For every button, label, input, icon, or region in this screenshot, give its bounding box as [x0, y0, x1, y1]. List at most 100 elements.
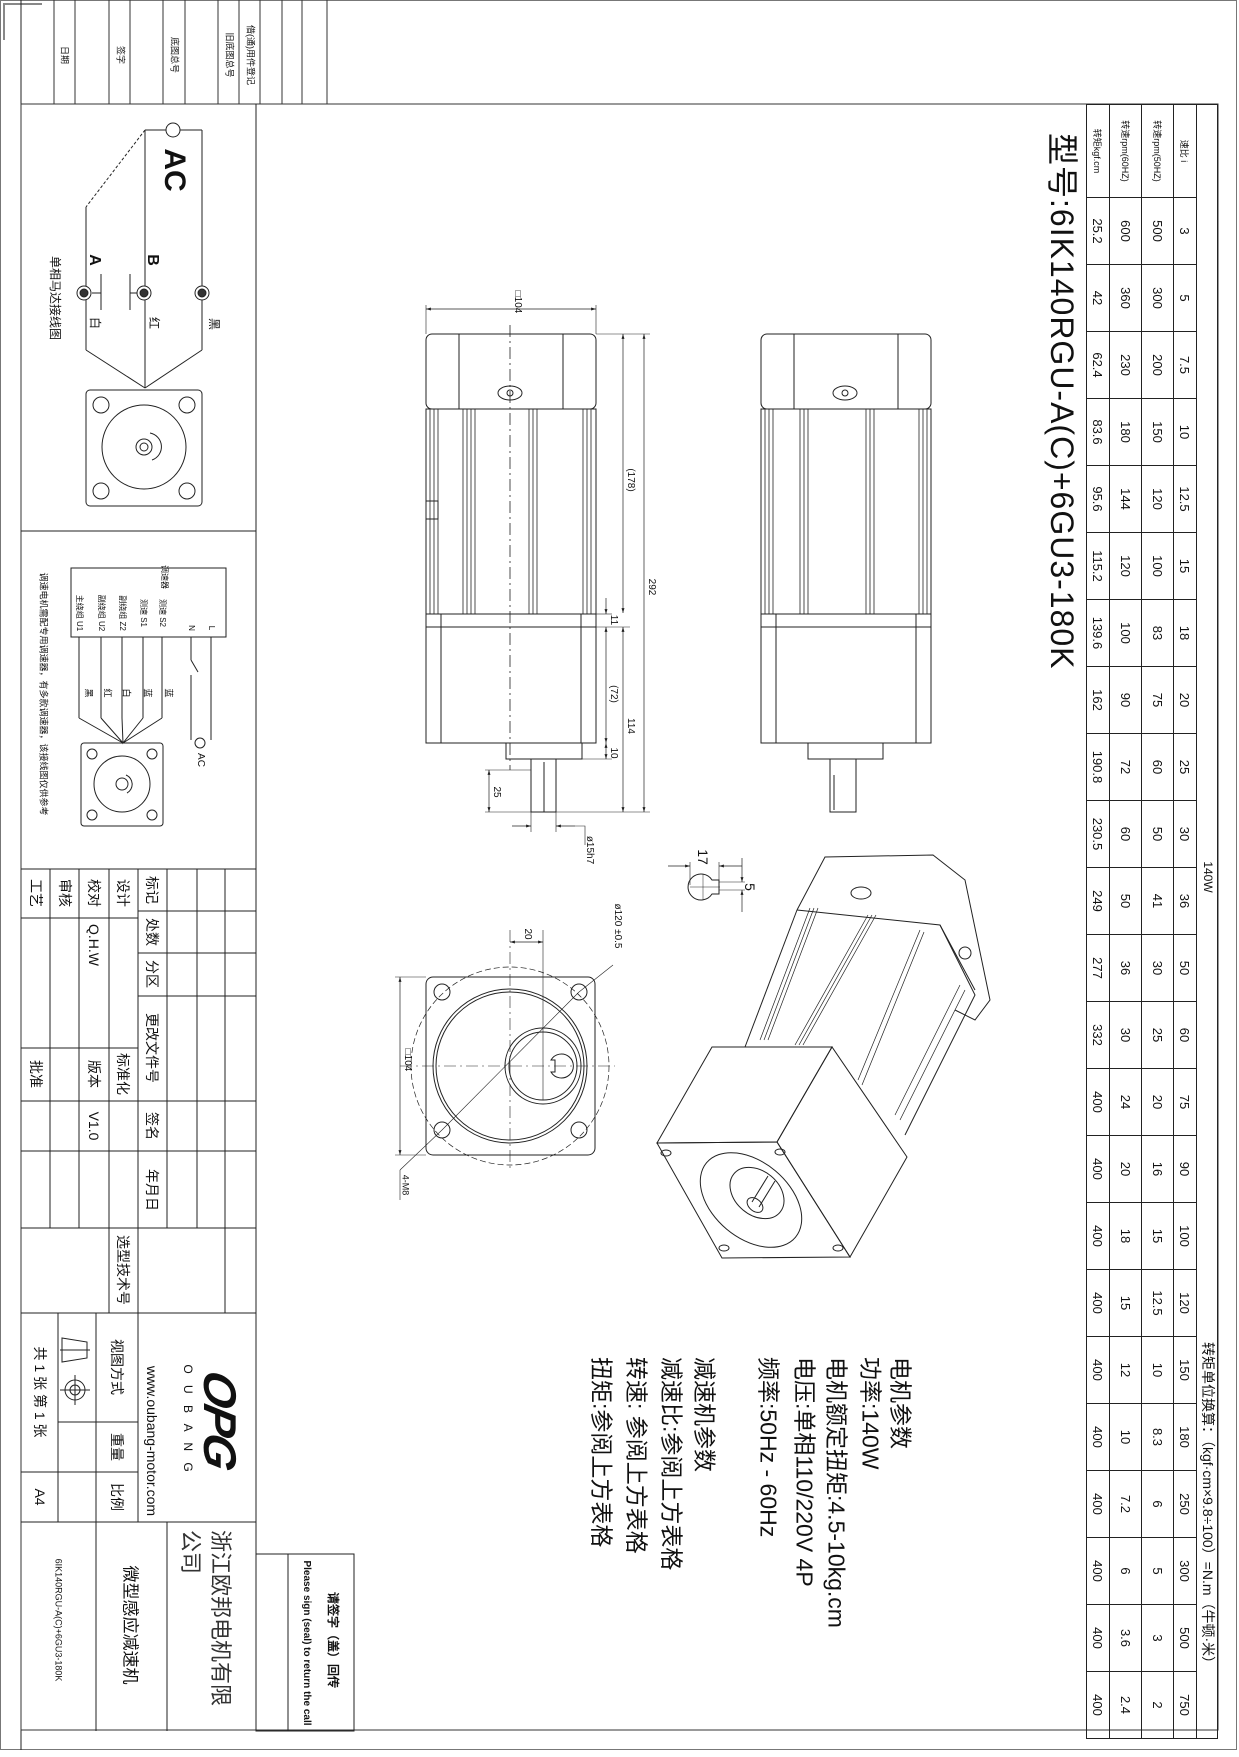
spec-cell-speed_50: 5 — [1141, 1537, 1174, 1605]
spec-cell-speed_60: 50 — [1109, 867, 1142, 935]
spec-cell-ratio: 60 — [1173, 1001, 1197, 1069]
spec-cell-speed_60: 18 — [1109, 1202, 1142, 1270]
spec-cell-ratio: 300 — [1173, 1537, 1197, 1605]
param-speed: 转速: 参阅上方表格 — [623, 1357, 650, 1554]
spec-cell-speed_50: 200 — [1141, 331, 1174, 399]
spec-cell-speed_50: 83 — [1141, 599, 1174, 667]
wire-red-label: 红 — [147, 316, 161, 330]
spec-cell-torque: 400 — [1086, 1202, 1110, 1270]
website-link[interactable]: www.oubang-motor.com — [144, 1365, 160, 1517]
company-name: 浙江欧邦电机有限公司 — [178, 1530, 233, 1707]
wiring-terminal-a: A — [86, 254, 103, 266]
speed-wiring-ac-label: AC — [195, 753, 206, 767]
tb-scale: 比例 — [109, 1483, 125, 1511]
gearbox-params-heading: 减速机参数 — [691, 1357, 718, 1472]
spec-cell-speed_50: 500 — [1141, 197, 1174, 265]
spec-cell-ratio: 120 — [1173, 1269, 1197, 1337]
tb-count: 处数 — [144, 918, 160, 946]
wire-color-2: 红 — [102, 688, 113, 698]
wire-color-4: 蓝 — [142, 688, 153, 698]
terminal-u1: 主绕组 U1 — [75, 594, 84, 632]
wire-black-label: 黑 — [207, 317, 221, 331]
spec-cell-torque: 400 — [1086, 1671, 1110, 1739]
param-ratio: 减速比:参阅上方表格 — [658, 1357, 685, 1571]
spec-cell-torque: 400 — [1086, 1604, 1110, 1672]
spec-cell-speed_60: 120 — [1109, 532, 1142, 600]
wire-color-5: 蓝 — [163, 688, 174, 698]
spec-cell-torque: 400 — [1086, 1068, 1110, 1136]
spec-cell-speed_50: 50 — [1141, 800, 1174, 868]
product-name: 微型感应减速机 — [120, 1565, 140, 1685]
spec-cell-speed_50: 41 — [1141, 867, 1174, 935]
spec-cell-torque: 190.8 — [1086, 733, 1110, 801]
dim-holes: 4-M8 — [400, 1174, 411, 1196]
return-note-en: Please sign (seal) to return the call — [301, 1560, 312, 1726]
revision-label-date: 日期 — [59, 45, 70, 65]
spec-cell-speed_60: 7.2 — [1109, 1470, 1142, 1538]
param-power: 功率:140W — [857, 1357, 884, 1470]
spec-cell-speed_50: 30 — [1141, 934, 1174, 1002]
tb-approve: 批准 — [28, 1060, 44, 1088]
terminal-l: L — [207, 625, 216, 631]
spec-cell-torque: 400 — [1086, 1336, 1110, 1404]
tb-zone: 分区 — [144, 960, 160, 988]
spec-cell-torque: 277 — [1086, 934, 1110, 1002]
spec-cell-speed_60: 90 — [1109, 666, 1142, 734]
dim-flange: □104 — [402, 1048, 413, 1072]
terminal-z2: 副绕组 Z2 — [118, 595, 127, 631]
spec-cell-speed_50: 2 — [1141, 1671, 1174, 1739]
spec-cell-ratio: 100 — [1173, 1202, 1197, 1270]
speed-control-wiring-diagram — [70, 567, 227, 827]
spec-cell-ratio: 18 — [1173, 599, 1197, 667]
spec-cell-speed_50: 60 — [1141, 733, 1174, 801]
terminal-n: N — [187, 625, 196, 631]
terminal-u2: 副绕组 U2 — [97, 594, 106, 632]
spec-row-label: 转速rpm(50HZ) — [1141, 104, 1174, 198]
wiring-terminal-b: B — [144, 254, 161, 266]
motor-side-view — [760, 333, 932, 813]
spec-cell-ratio: 75 — [1173, 1068, 1197, 1136]
tb-design: 设计 — [115, 879, 131, 907]
spec-cell-ratio: 3 — [1173, 197, 1197, 265]
spec-cell-ratio: 150 — [1173, 1336, 1197, 1404]
dim-key-5: 5 — [742, 883, 758, 891]
spec-row-label: 转速rpm(60HZ) — [1109, 104, 1142, 198]
spec-cell-torque: 400 — [1086, 1470, 1110, 1538]
spec-cell-speed_50: 20 — [1141, 1068, 1174, 1136]
spec-cell-speed_60: 360 — [1109, 264, 1142, 332]
tb-model: 6IK140RGU-A(C)+6GU3-180K — [53, 1558, 64, 1682]
speed-wiring-note: 调速电机需配专用调速器，有多款调速器，该接线图仅供参考 — [38, 572, 49, 816]
spec-cell-speed_60: 600 — [1109, 197, 1142, 265]
revision-label-old-base-drawing-no: 旧底图总号 — [224, 32, 235, 78]
spec-cell-speed_50: 16 — [1141, 1135, 1174, 1203]
spec-cell-ratio: 500 — [1173, 1604, 1197, 1672]
spec-cell-speed_60: 60 — [1109, 800, 1142, 868]
spec-cell-ratio: 750 — [1173, 1671, 1197, 1739]
wire-white-label: 白 — [88, 316, 102, 330]
tb-version: V1.0 — [86, 1111, 102, 1141]
motor-front-view — [395, 930, 615, 1200]
wire-color-3: 白 — [121, 688, 132, 698]
tb-check: 校对 — [86, 879, 102, 907]
spec-cell-ratio: 7.5 — [1173, 331, 1197, 399]
tb-standard: 标准化 — [115, 1053, 131, 1095]
spec-cell-speed_60: 2.4 — [1109, 1671, 1142, 1739]
tb-process: 工艺 — [28, 879, 44, 907]
tb-review: 审核 — [57, 879, 73, 907]
tb-view-method: 视图方式 — [109, 1339, 125, 1395]
tb-sign: 签名 — [144, 1112, 160, 1140]
power-label: 140W — [1201, 861, 1215, 893]
tb-mark: 标记 — [144, 876, 160, 904]
spec-cell-speed_50: 8.3 — [1141, 1403, 1174, 1471]
spec-cell-ratio: 30 — [1173, 800, 1197, 868]
spec-cell-speed_60: 180 — [1109, 398, 1142, 466]
spec-cell-torque: 62.4 — [1086, 331, 1110, 399]
spec-cell-ratio: 10 — [1173, 398, 1197, 466]
spec-cell-torque: 230.5 — [1086, 800, 1110, 868]
spec-cell-ratio: 180 — [1173, 1403, 1197, 1471]
param-torque: 扭矩:参阅上方表格 — [588, 1357, 615, 1548]
spec-cell-ratio: 250 — [1173, 1470, 1197, 1538]
